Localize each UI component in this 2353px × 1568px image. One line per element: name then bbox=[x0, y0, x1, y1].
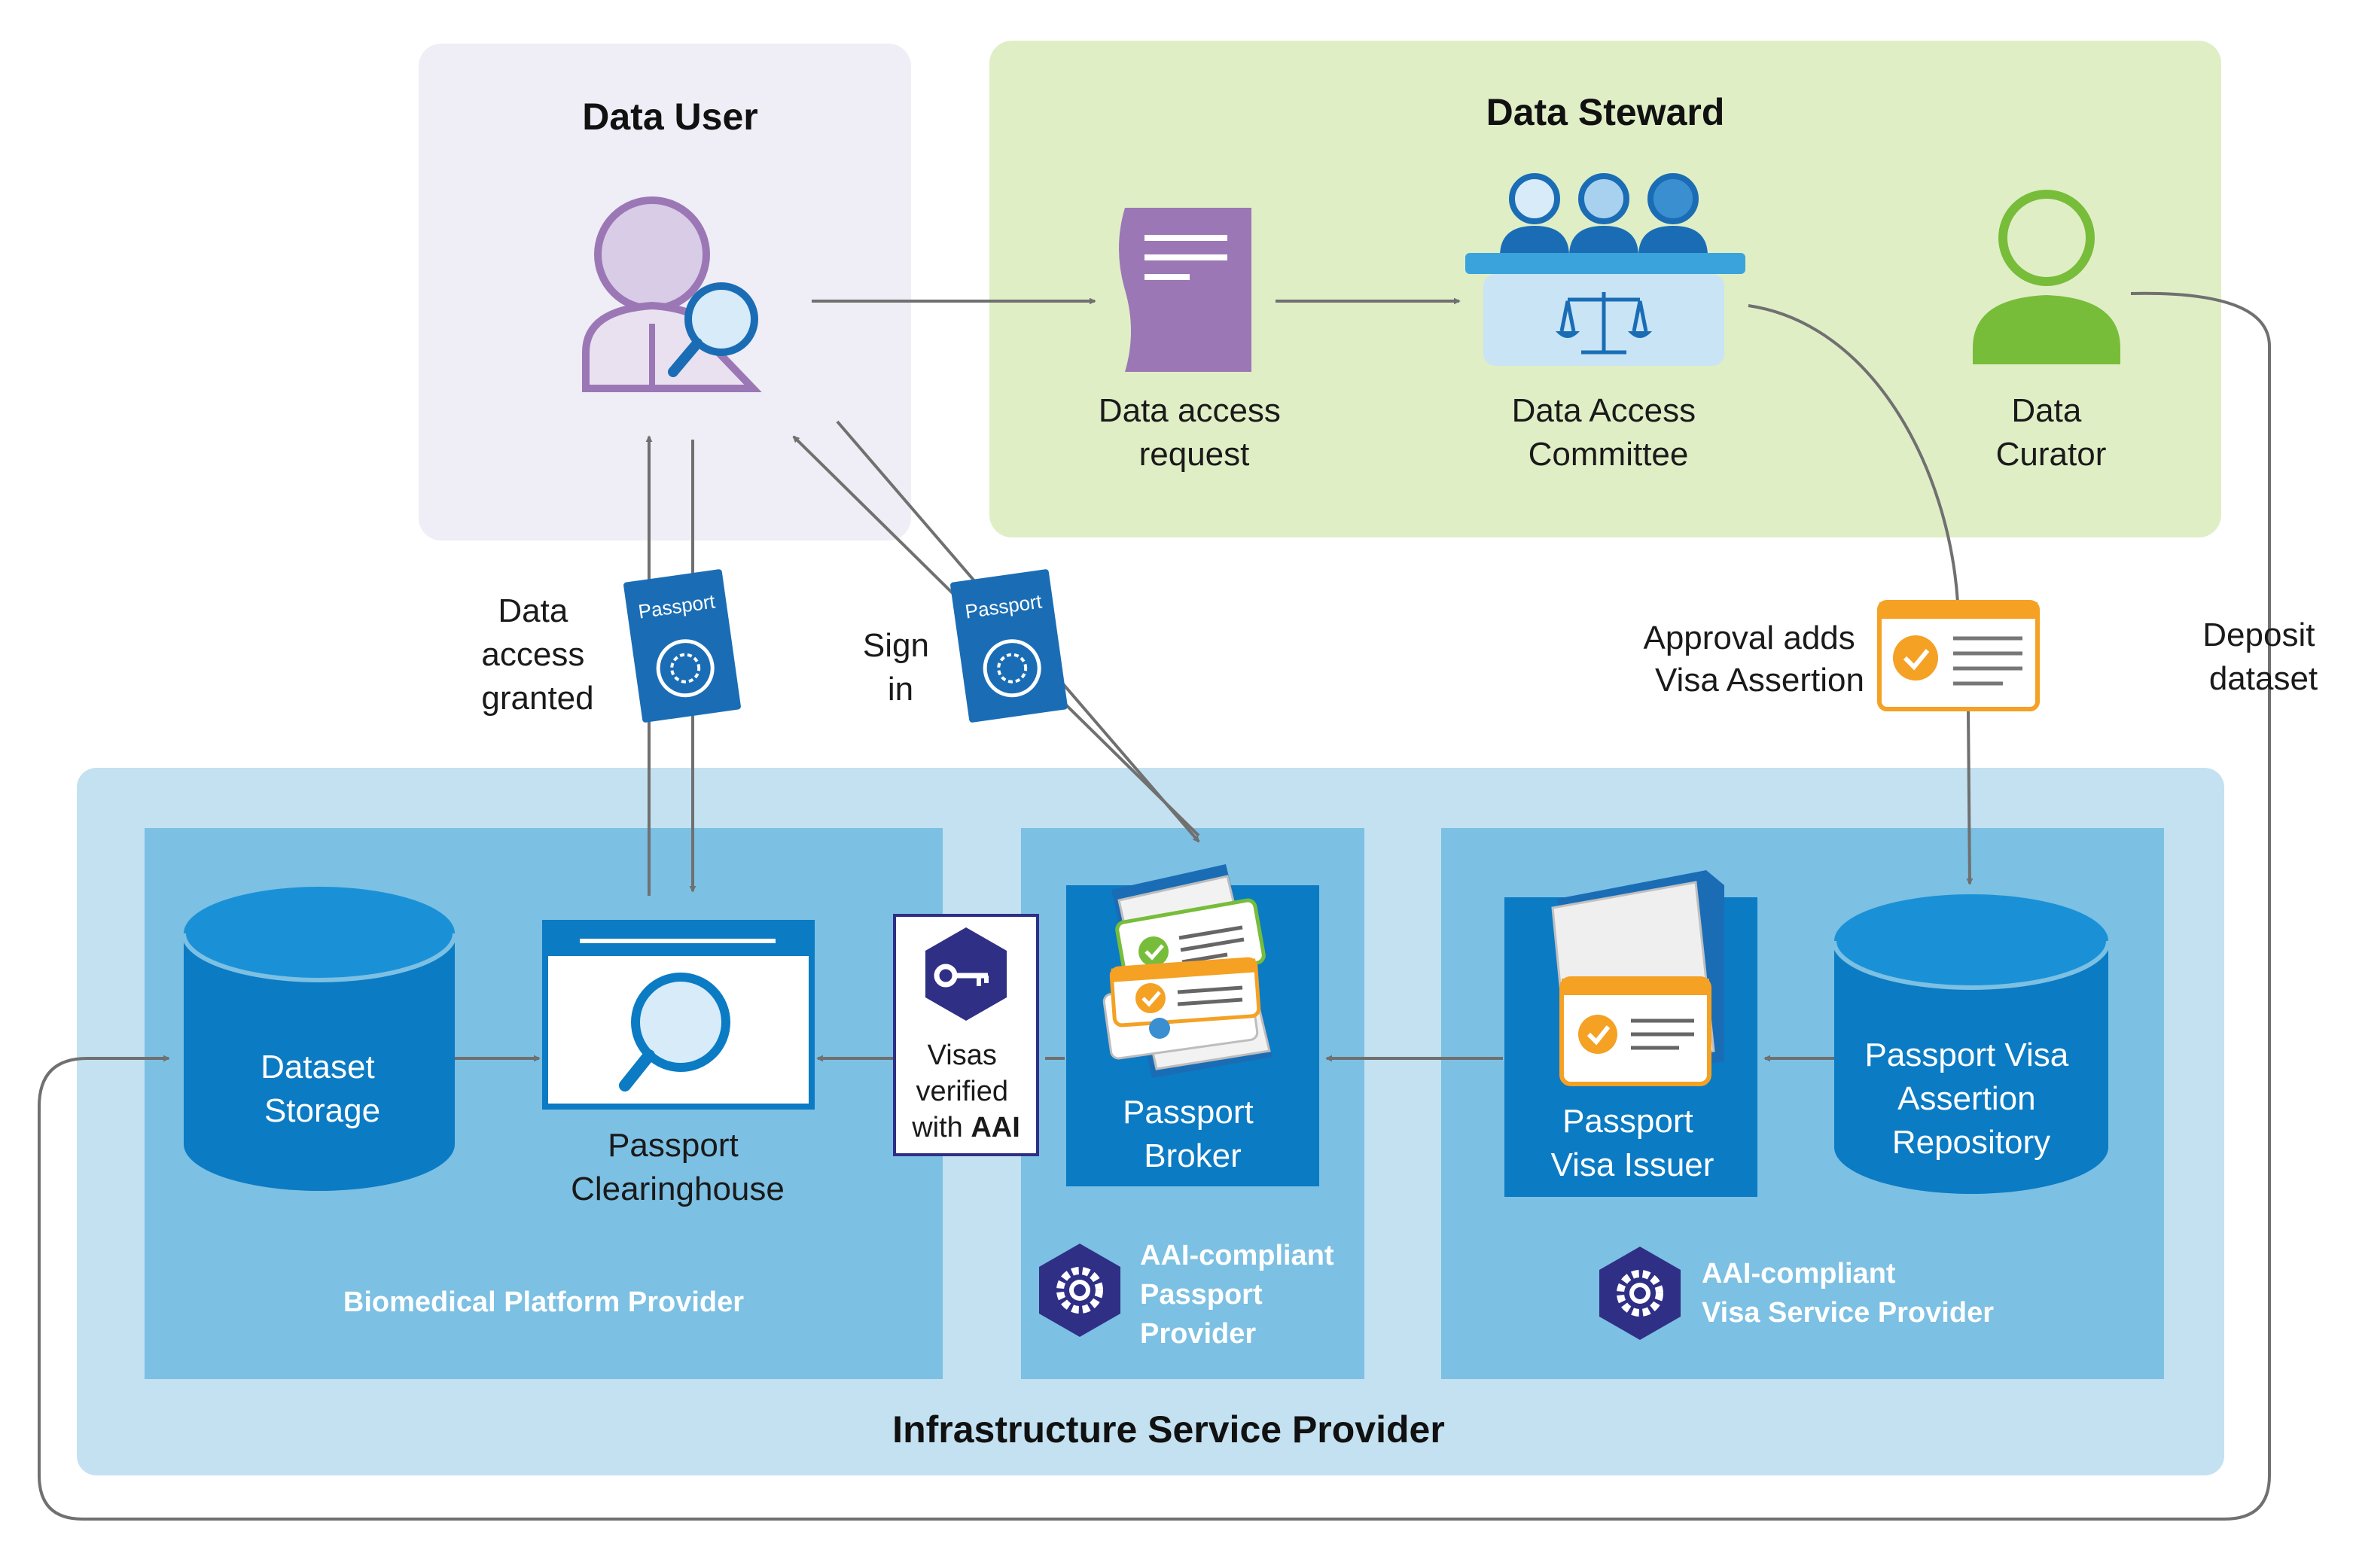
passport-badge-right: Passport bbox=[950, 569, 1068, 723]
data-access-committee-label: Data Access Committee bbox=[1512, 392, 1705, 473]
dataset-storage-cylinder bbox=[181, 887, 457, 1191]
data-user-title: Data User bbox=[582, 96, 757, 138]
dataset-storage-label: Dataset Storage bbox=[261, 1049, 384, 1129]
deposit-dataset-label: Deposit dataset bbox=[2202, 617, 2324, 697]
visa-repository-cylinder bbox=[1832, 894, 2111, 1194]
arrow-approval-to-repository bbox=[1966, 710, 1974, 885]
infrastructure-title: Infrastructure Service Provider bbox=[892, 1408, 1445, 1451]
clearinghouse-window-icon bbox=[542, 920, 815, 1110]
passport-badge-left: Passport bbox=[623, 569, 741, 723]
data-curator-label: Data Curator bbox=[1996, 392, 2107, 473]
sign-in-label: Sign in bbox=[863, 627, 938, 708]
data-access-granted-label: Data access granted bbox=[481, 592, 593, 717]
biomedical-platform-label: Biomedical Platform Provider bbox=[343, 1286, 744, 1318]
visa-assertion-card-icon bbox=[1877, 600, 2040, 711]
passport-clearinghouse-label: Passport Clearinghouse bbox=[571, 1127, 785, 1207]
aai-visa-provider-label: AAI-compliant Visa Service Provider bbox=[1702, 1258, 1994, 1329]
data-access-request-label: Data access request bbox=[1099, 392, 1290, 473]
committee-icon bbox=[1465, 173, 1745, 366]
data-user-icon bbox=[582, 196, 762, 392]
visas-verified-label: Visas verified with AAI bbox=[911, 1040, 1020, 1143]
aai-visa-gear-icon bbox=[1599, 1247, 1681, 1340]
data-curator-icon bbox=[1973, 190, 2120, 364]
data-steward-title: Data Steward bbox=[1486, 91, 1725, 133]
visas-verified-box bbox=[893, 914, 1039, 1156]
visa-book-icon bbox=[1551, 870, 1724, 1087]
arrow-committee-to-repository bbox=[1748, 304, 1959, 603]
document-icon bbox=[1119, 208, 1251, 372]
passport-book-icon bbox=[1102, 864, 1273, 1078]
approval-label: Approval adds Visa Assertion bbox=[1643, 620, 1864, 699]
passport-visa-issuer-label: Passport Visa Issuer bbox=[1551, 1103, 1714, 1183]
arrow-deposit-dataset bbox=[38, 291, 2271, 1521]
aai-gear-icon bbox=[1039, 1244, 1120, 1337]
aai-passport-provider-label: AAI-compliant Passport Provider bbox=[1140, 1240, 1342, 1350]
passport-broker-label: Passport Broker bbox=[1123, 1094, 1263, 1174]
visa-repository-label: Passport Visa Assertion Repository bbox=[1865, 1037, 2078, 1161]
